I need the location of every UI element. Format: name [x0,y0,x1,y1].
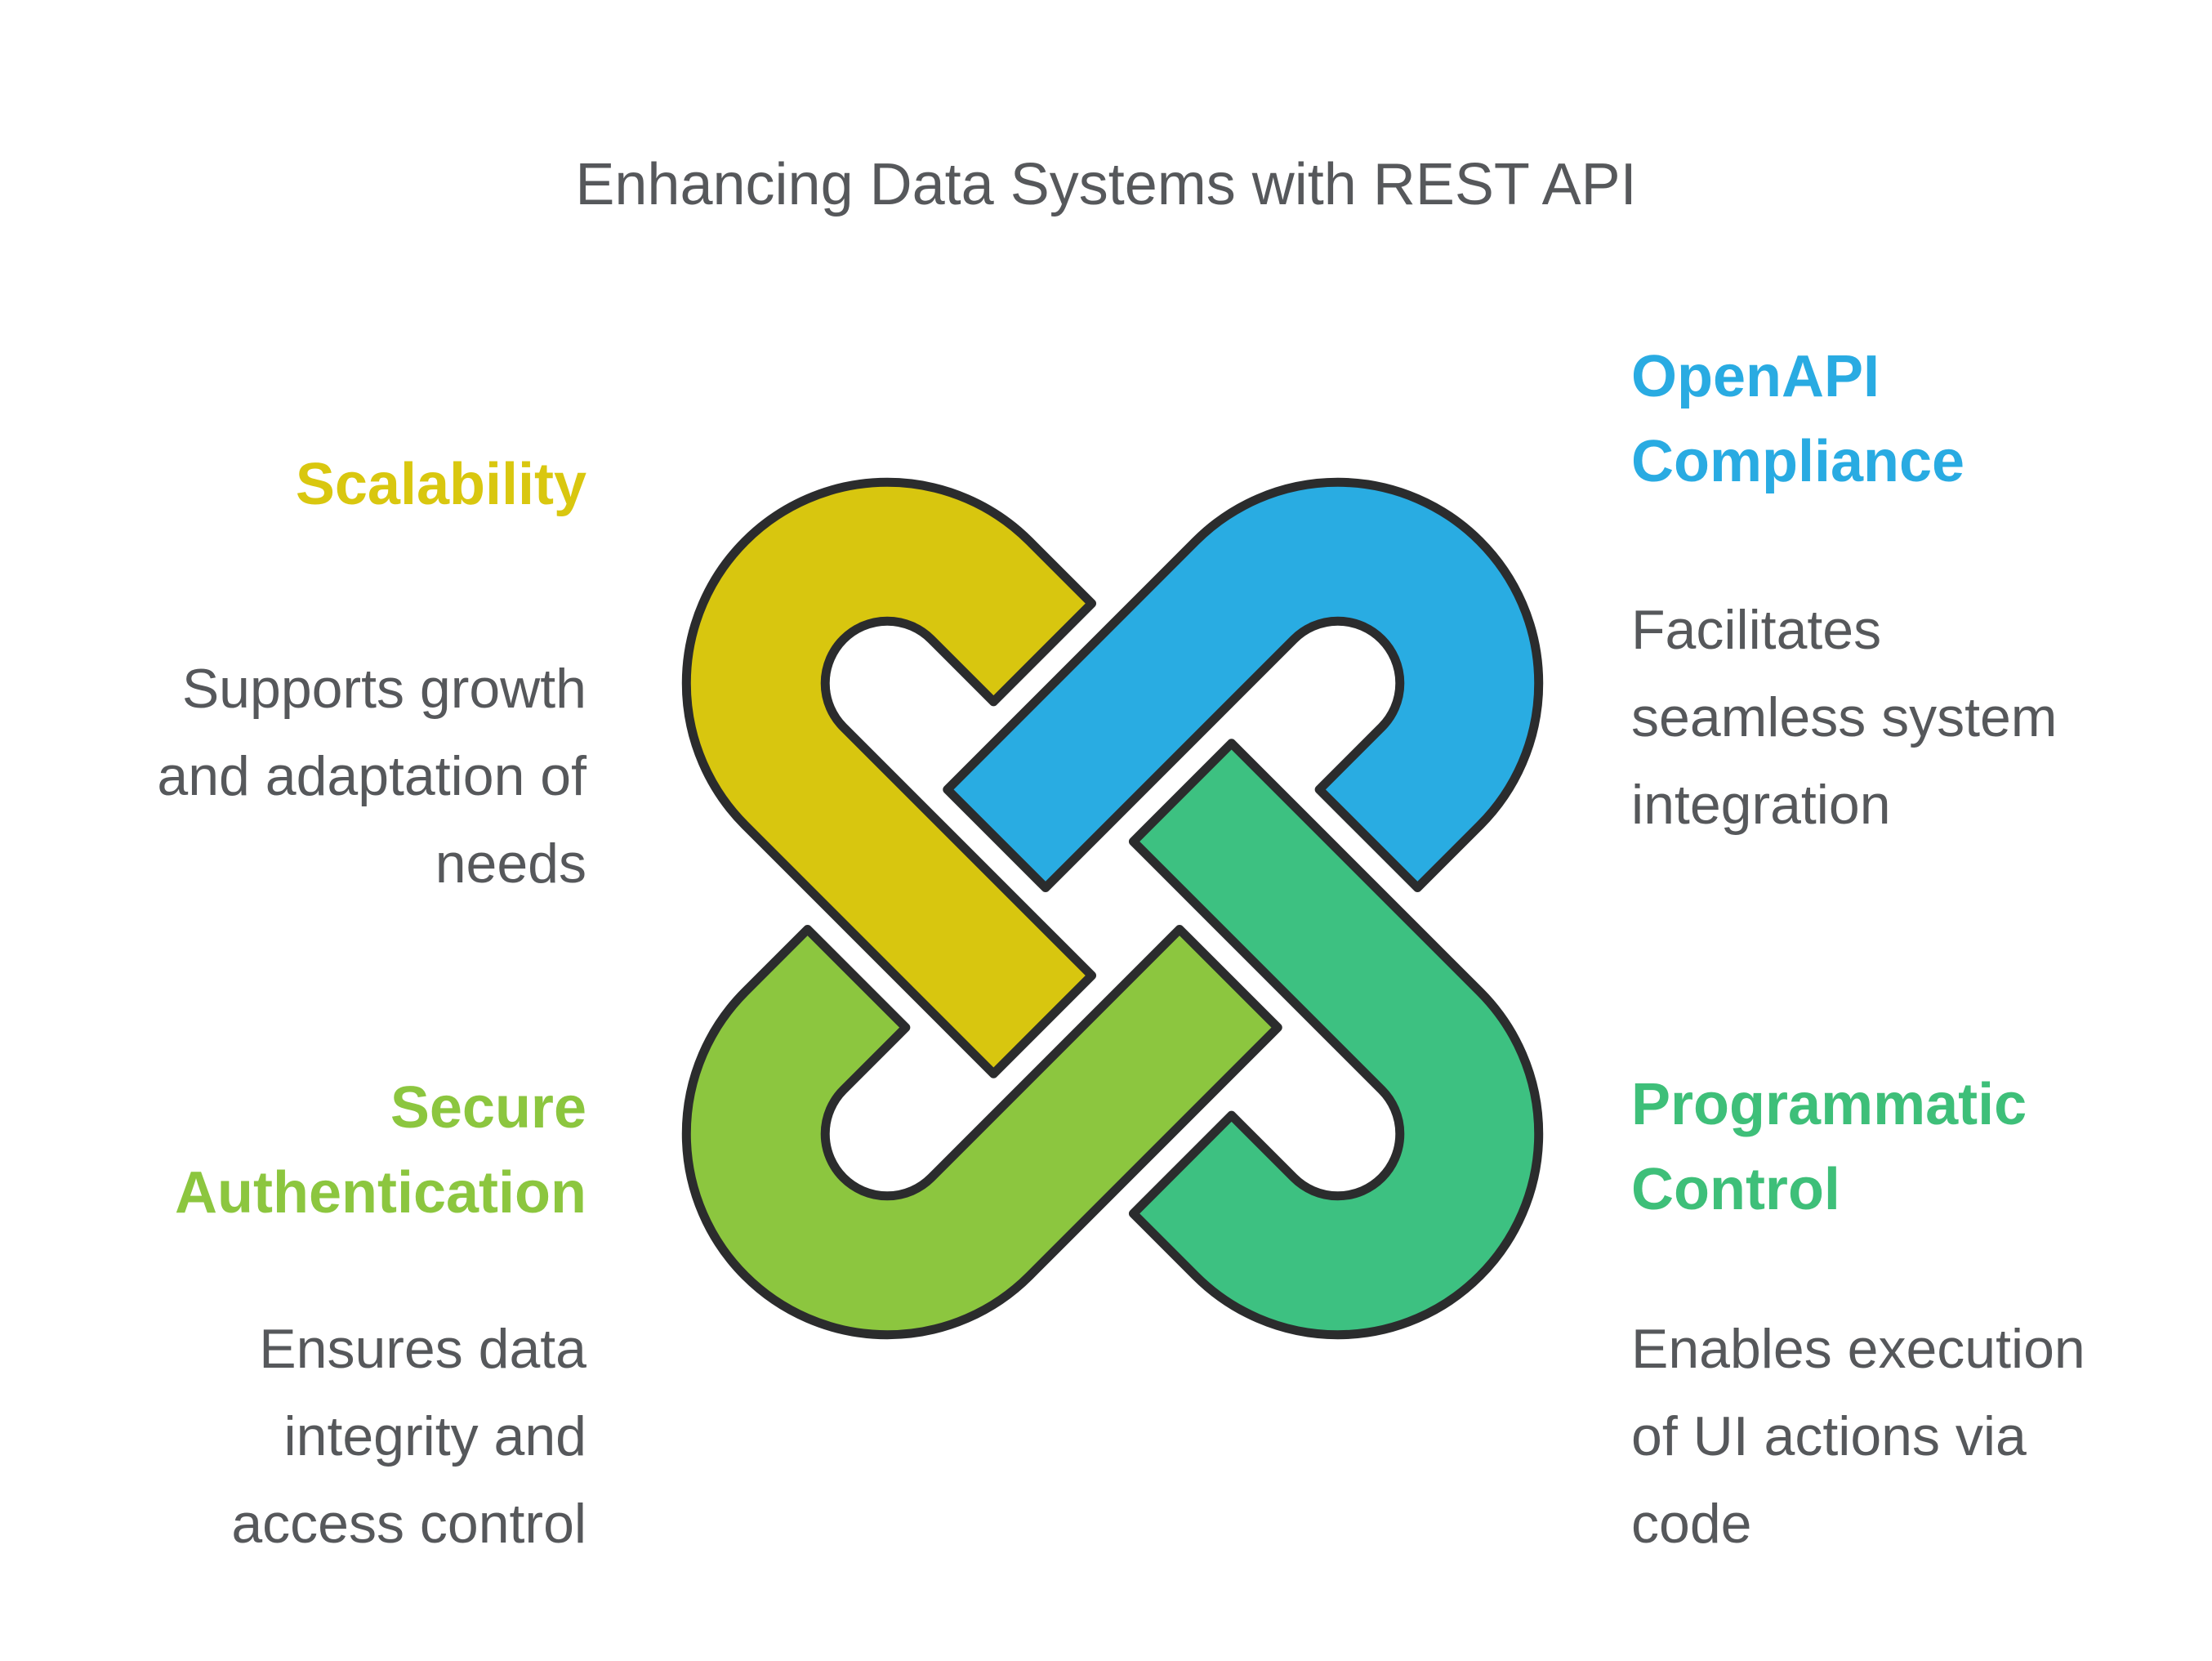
feature-body-programmatic-control: Enables execution of UI actions via code [1631,1306,2203,1568]
knot-graphic [681,477,1544,1340]
heading-line: Control [1631,1157,1840,1222]
feature-heading-scalability: Scalability [0,442,586,527]
heading-line: Authentication [175,1160,586,1226]
body-line: Supports growth [181,658,586,720]
body-line: integration [1631,774,1891,836]
body-line: Ensures data [259,1318,586,1380]
body-line: and adaptation of [157,745,586,807]
page-title: Enhancing Data Systems with REST API [575,152,1637,217]
feature-body-scalability: Supports growth and adaptation of needs [0,645,586,908]
body-line: Enables execution [1631,1318,2085,1380]
body-line: Facilitates [1631,599,1882,661]
body-line: needs [435,833,586,895]
heading-line: Compliance [1631,429,1965,494]
knot-loop-scalability [681,477,1097,1078]
knot-loop-secure-authentication [681,924,1282,1340]
knot-loop-openapi-compliance [943,477,1544,893]
body-line: of UI actions via [1631,1405,2027,1467]
feature-heading-programmatic-control: Programmatic Control [1631,1062,2203,1232]
heading-line: Scalability [295,452,586,517]
feature-heading-secure-authentication: Secure Authentication [0,1065,586,1235]
heading-line: Secure [390,1075,586,1141]
feature-heading-openapi-compliance: OpenAPI Compliance [1631,334,2203,504]
body-line: code [1631,1493,1752,1555]
heading-line: OpenAPI [1631,344,1880,409]
feature-body-secure-authentication: Ensures data integrity and access contro… [0,1306,586,1568]
body-line: integrity and [283,1405,586,1467]
heading-line: Programmatic [1631,1072,2027,1137]
knot-loop-programmatic-control [1128,739,1544,1340]
body-line: access control [231,1493,586,1555]
feature-body-openapi-compliance: Facilitates seamless system integration [1631,587,2203,849]
body-line: seamless system [1631,686,2058,748]
